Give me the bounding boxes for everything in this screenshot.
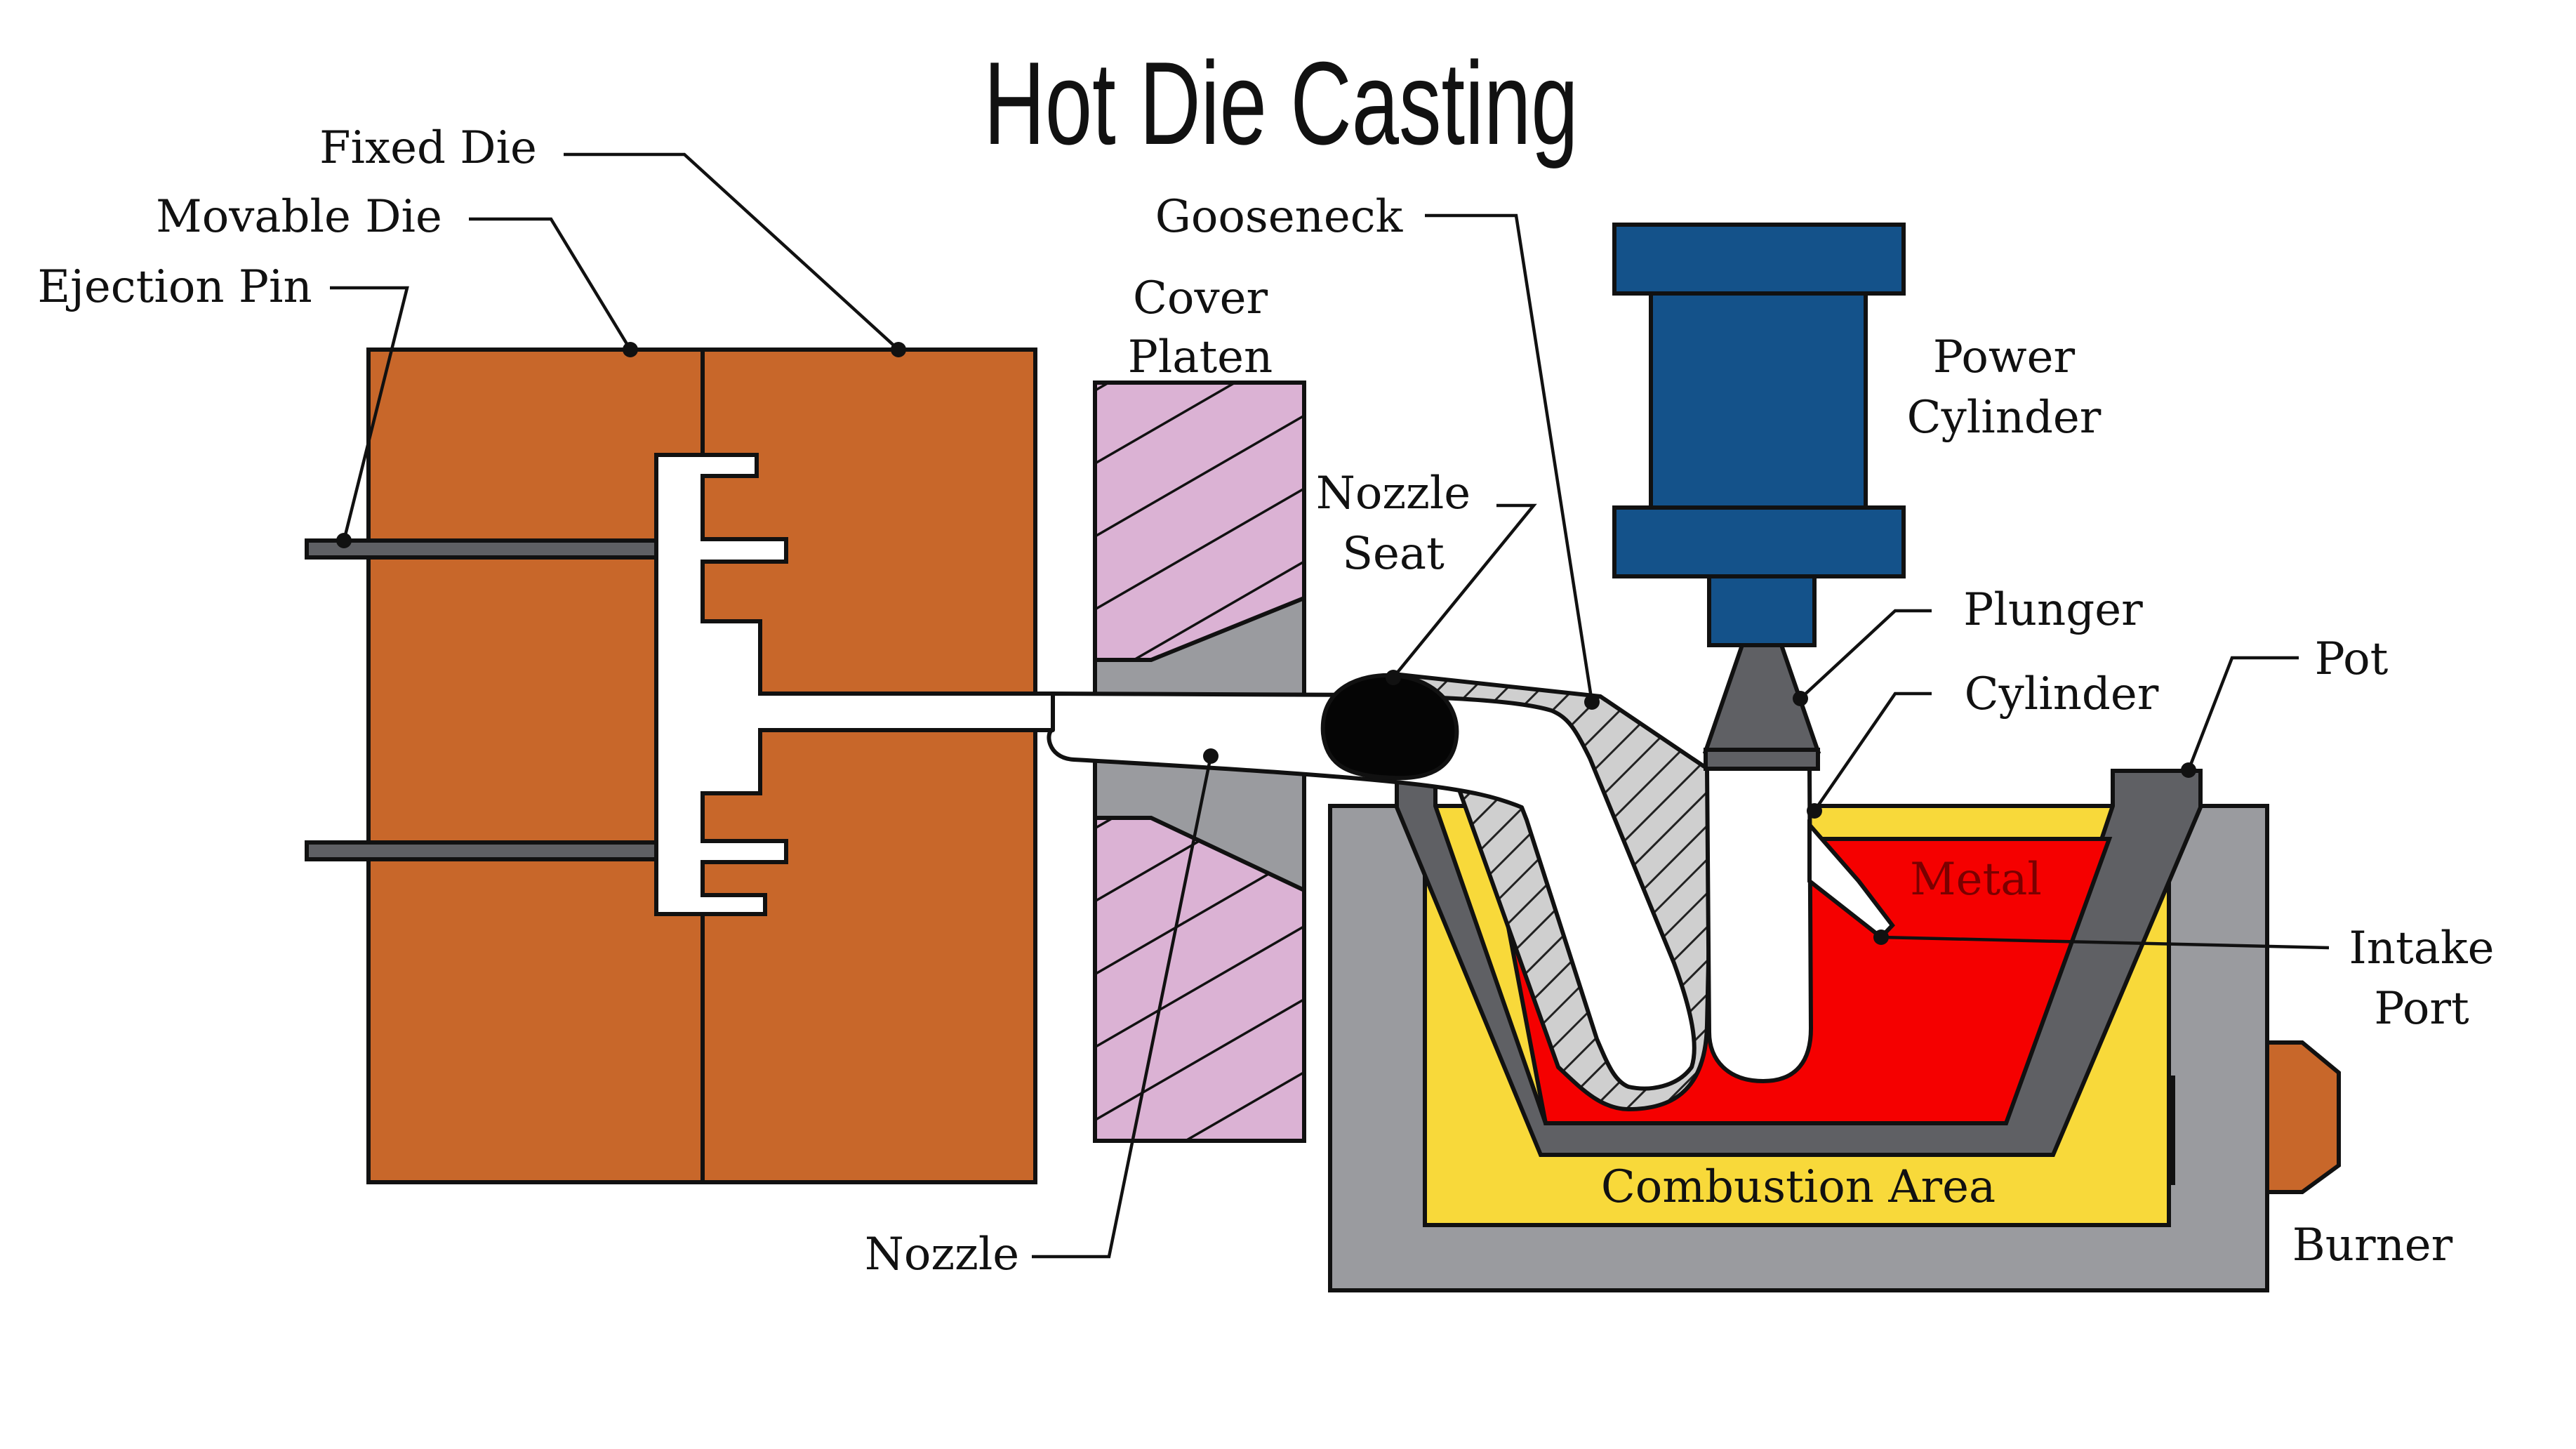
label-burner: Burner bbox=[2292, 1219, 2453, 1271]
label-nozzle-seat-line1: Nozzle bbox=[1316, 468, 1470, 520]
pot bbox=[1395, 769, 2203, 1157]
label-combustion-area: Combustion Area bbox=[1601, 1161, 1996, 1213]
label-cover-platen-line2: Platen bbox=[1128, 331, 1273, 383]
label-intake-port-line2: Port bbox=[2374, 983, 2469, 1035]
gooseneck-channel bbox=[1047, 692, 1697, 1091]
gooseneck bbox=[1047, 672, 1895, 1111]
label-nozzle-seat-line2: Seat bbox=[1342, 528, 1445, 580]
label-pot: Pot bbox=[2315, 633, 2389, 685]
label-nozzle: Nozzle bbox=[865, 1229, 1019, 1281]
label-ejection-pin: Ejection Pin bbox=[37, 261, 312, 313]
burner-nozzle bbox=[2265, 1040, 2341, 1194]
intake-port bbox=[1807, 819, 1895, 941]
label-intake-port-line1: Intake bbox=[2349, 922, 2494, 974]
power-cylinder bbox=[1612, 223, 1906, 647]
die-block bbox=[305, 348, 1055, 1184]
label-metal: Metal bbox=[1910, 854, 2042, 906]
label-power-cylinder-line1: Power bbox=[1933, 331, 2076, 383]
label-cover-platen-line1: Cover bbox=[1133, 272, 1268, 324]
label-plunger: Plunger bbox=[1963, 584, 2143, 636]
diagram-title: Hot Die Casting bbox=[983, 38, 1578, 170]
nozzle-seat bbox=[1320, 673, 1459, 781]
ejection-pin-lower bbox=[305, 840, 660, 861]
ejection-pin-upper bbox=[305, 538, 660, 560]
label-movable-die: Movable Die bbox=[156, 191, 442, 243]
label-cylinder: Cylinder bbox=[1965, 668, 2159, 720]
leader-lines bbox=[330, 152, 2330, 1259]
label-gooseneck: Gooseneck bbox=[1155, 191, 1404, 243]
plunger-well bbox=[1704, 767, 1814, 1084]
labels: Fixed Die Movable Die Ejection Pin Cover… bbox=[37, 122, 2494, 1281]
movable-die bbox=[366, 348, 705, 1184]
label-fixed-die: Fixed Die bbox=[319, 122, 537, 174]
plunger bbox=[1702, 643, 1821, 771]
label-power-cylinder-line2: Cylinder bbox=[1907, 392, 2102, 444]
